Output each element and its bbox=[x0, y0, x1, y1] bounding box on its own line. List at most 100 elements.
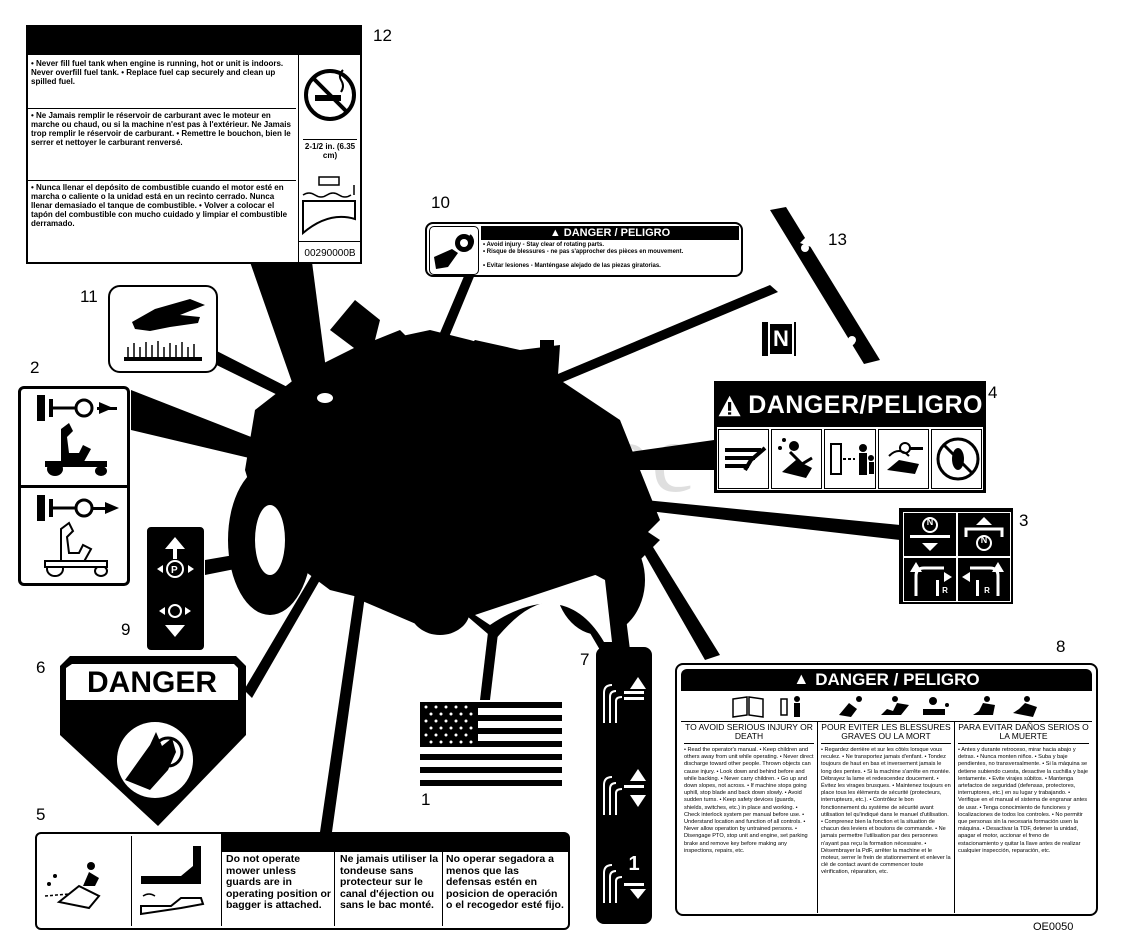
callout-11: 11 bbox=[80, 287, 98, 306]
decal-12-fuel-warning: • Never fill fuel tank when engine is ru… bbox=[26, 25, 362, 264]
thrown-object-icon bbox=[839, 696, 862, 717]
decal-7-cutting-height: 1 bbox=[596, 647, 652, 924]
decal-4-header: DANGER/PELIGRO bbox=[717, 384, 983, 427]
child-warning-icon bbox=[923, 697, 949, 715]
callout-12: 12 bbox=[373, 26, 392, 45]
manual-icon bbox=[732, 696, 764, 718]
callout-9: 9 bbox=[121, 620, 131, 639]
decal-8-header: ▲ DANGER / PELIGRO bbox=[681, 669, 1092, 691]
decal-7-number: 1 bbox=[628, 853, 640, 875]
decal-10-header: ▲ DANGER / PELIGRO bbox=[481, 226, 739, 240]
callout-10: 10 bbox=[431, 193, 450, 212]
decal-1-us-flag bbox=[420, 702, 562, 790]
decal-8-picto-row bbox=[681, 691, 1092, 722]
park-brake-icon: P bbox=[157, 537, 194, 637]
keep-distance-icon bbox=[824, 429, 876, 489]
label-neutral: N bbox=[926, 517, 934, 527]
decal-8-col-es: PARA EVITAR DAÑOS SERIOS O LA MUERTE • A… bbox=[955, 721, 1092, 913]
decal-5-header-bar bbox=[221, 834, 568, 852]
decal-12-text-es: • Nunca llenar el depósito de combustibl… bbox=[31, 183, 288, 228]
decal-2-pto-control bbox=[18, 386, 130, 586]
decal-8-es-title: PARA EVITAR DAÑOS SERIOS O LA MUERTE bbox=[958, 723, 1089, 744]
decal-8-col-en: TO AVOID SERIOUS INJURY OR DEATH • Read … bbox=[681, 721, 818, 913]
motion-turn-left: R bbox=[903, 557, 957, 602]
callout-6: 6 bbox=[36, 658, 46, 677]
decal-8-es-body: • Antes y durante retroceso, mirar hacia… bbox=[958, 747, 1088, 854]
decal-8-en-title: TO AVOID SERIOUS INJURY OR DEATH bbox=[684, 723, 814, 744]
decal-13-neutral-box bbox=[762, 322, 796, 356]
callout-4: 4 bbox=[988, 383, 998, 402]
decal-9-park-brake: P bbox=[147, 527, 204, 650]
decal-5-text-es: No operar segadora a menos que las defen… bbox=[446, 853, 564, 911]
decal-5-icon-guard bbox=[131, 836, 222, 926]
pto-engage-icon bbox=[37, 395, 117, 476]
callout-13: 13 bbox=[828, 230, 847, 249]
rotating-shaft-hand-icon bbox=[434, 234, 474, 269]
height-lower-icon bbox=[603, 864, 646, 903]
decal-5-text-fr: Ne jamais utiliser la tondeuse sans prot… bbox=[337, 852, 443, 926]
decal-6-header: DANGER bbox=[86, 666, 217, 699]
callout-1: 1 bbox=[421, 790, 431, 809]
motion-turn-right: R bbox=[957, 557, 1011, 602]
no-feet-icon bbox=[930, 429, 983, 489]
svg-text:P: P bbox=[171, 565, 178, 576]
decal-12-header-bar bbox=[28, 27, 360, 55]
thrown-objects-icon bbox=[771, 429, 823, 489]
decal-12-icon-column: 2-1/2 in. (6.35 cm) 00290000B bbox=[298, 55, 361, 262]
label-neutral: N bbox=[980, 535, 988, 545]
decal-10-icon-box bbox=[429, 226, 479, 275]
warning-triangle-icon: ▲ bbox=[549, 227, 564, 239]
decal-8-fr-title: POUR EVITER LES BLESSURES GRAVES OU LA M… bbox=[821, 723, 951, 744]
decal-10-header-text: DANGER / PELIGRO bbox=[563, 227, 671, 239]
slope-rider-icon bbox=[881, 696, 909, 715]
motion-forward-neutral: N bbox=[903, 512, 957, 557]
decal-12-fill-level: 2-1/2 in. (6.35 cm) bbox=[303, 139, 357, 160]
decal-12-part-number: 00290000B bbox=[299, 241, 361, 259]
height-raise-icon bbox=[603, 677, 646, 723]
reverse-rider-icon bbox=[973, 696, 995, 715]
motion-reverse-neutral: N bbox=[957, 512, 1011, 557]
decal-4-picto-row bbox=[717, 428, 983, 490]
decal-10-text-en: • Avoid injury - Stay clear of rotating … bbox=[483, 242, 605, 248]
decal-5-text-en: Do not operate mower unless guards are i… bbox=[223, 852, 335, 926]
decal-5-discharge-guard: Do not operate mower unless guards are i… bbox=[35, 832, 570, 930]
decal-12-text-en: • Never fill fuel tank when engine is ru… bbox=[28, 57, 296, 109]
decal-13-neutral-letter: N bbox=[768, 322, 794, 356]
decal-8-col-fr: POUR EVITER LES BLESSURES GRAVES OU LA M… bbox=[818, 721, 955, 913]
warning-triangle-icon: ▲ bbox=[793, 671, 810, 688]
label-reverse: R bbox=[984, 586, 990, 595]
decal-8-en-body: • Read the operator's manual. • Keep chi… bbox=[684, 747, 814, 854]
decal-8-header-text: DANGER / PELIGRO bbox=[815, 670, 980, 689]
decal-12-text-fr: • Ne Jamais remplir le réservoir de carb… bbox=[28, 109, 296, 181]
decal-10-text-fr: • Risque de blessures - ne pas s'approch… bbox=[483, 249, 684, 255]
deck-blade-icon bbox=[718, 429, 770, 489]
decal-10-text-es: • Evitar lesiones - Manténgase alejado d… bbox=[483, 263, 661, 269]
decal-3-motion-controls: N N R R bbox=[899, 508, 1013, 604]
callout-5: 5 bbox=[36, 805, 46, 824]
watermark: PartsTree bbox=[300, 402, 698, 513]
pto-disengage-icon bbox=[37, 495, 119, 577]
callout-3: 3 bbox=[1019, 511, 1029, 530]
callout-7: 7 bbox=[580, 650, 590, 669]
tipover-rider-icon bbox=[1013, 696, 1037, 717]
decal-5-icon-thrown bbox=[39, 836, 132, 926]
no-smoking-icon bbox=[304, 69, 356, 121]
height-adjust-icon bbox=[603, 769, 646, 815]
decal-4-danger-pictograms: DANGER/PELIGRO bbox=[714, 381, 986, 493]
bystander-icon bbox=[780, 696, 800, 717]
warning-triangle-icon bbox=[718, 395, 741, 416]
decal-10-rotating-parts: ▲ DANGER / PELIGRO • Avoid injury - Stay… bbox=[425, 222, 743, 277]
label-reverse: R bbox=[942, 586, 948, 595]
decal-8-fr-body: • Regardez derrière et sur les côtés lor… bbox=[821, 747, 951, 876]
fuel-tank-fill-icon bbox=[302, 176, 356, 236]
decal-2-divider bbox=[21, 485, 127, 488]
figure-code: OE0050 bbox=[1033, 921, 1073, 933]
decal-4-header-text: DANGER/PELIGRO bbox=[748, 391, 983, 419]
decal-8-safety-instructions: ▲ DANGER / PELIGRO TO AVOID SERIOUS INJU… bbox=[675, 663, 1098, 916]
hand-burn-icon bbox=[124, 299, 205, 361]
remove-key-icon bbox=[877, 429, 929, 489]
callout-2: 2 bbox=[30, 358, 40, 377]
callout-8: 8 bbox=[1056, 637, 1066, 656]
